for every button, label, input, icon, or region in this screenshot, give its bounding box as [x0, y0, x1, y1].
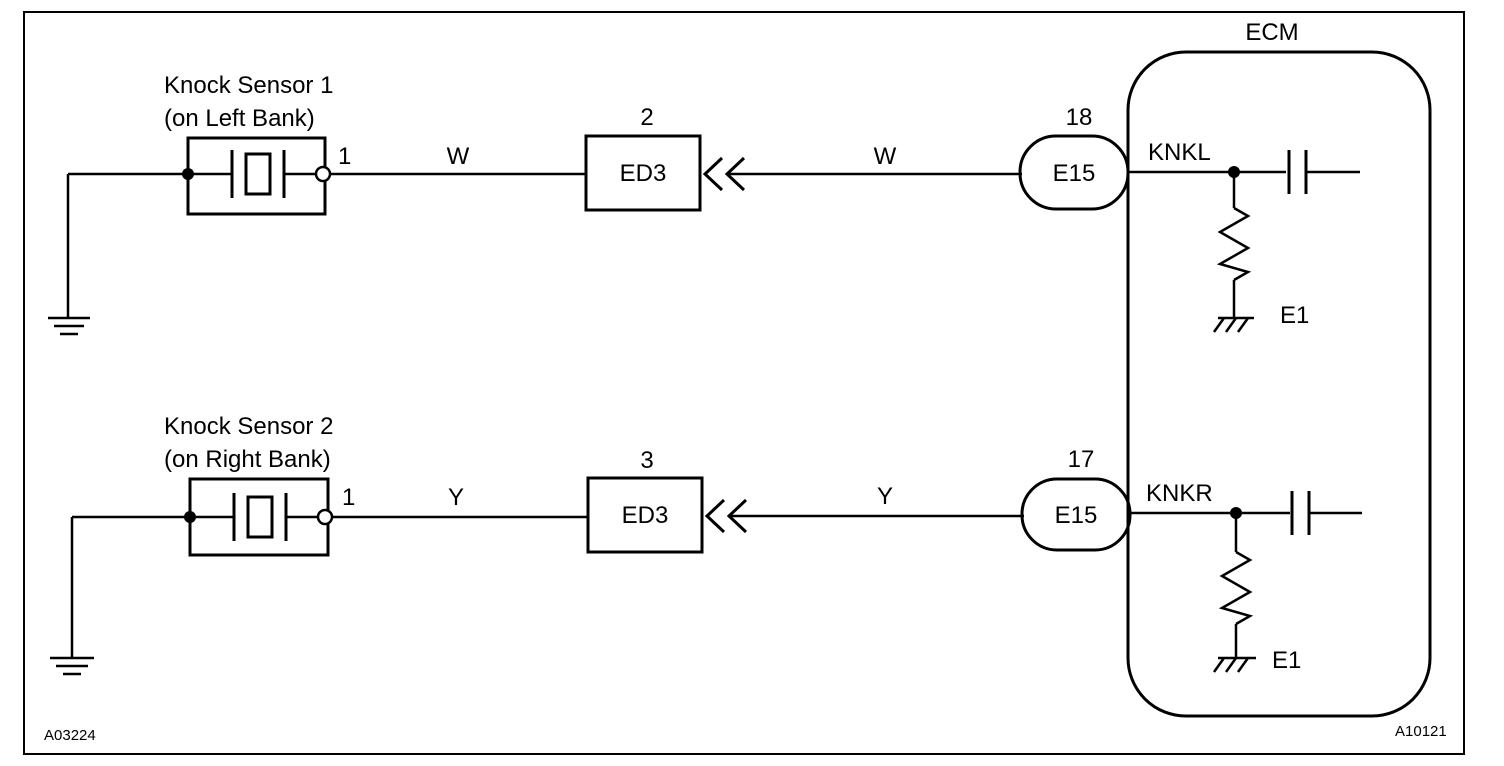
ecm-ground-e1-2: E1 [1272, 647, 1301, 674]
connector-ed3-1 [584, 134, 702, 212]
diagram-frame [23, 11, 1465, 755]
ecm-connector-1-label: E15 [1053, 160, 1096, 187]
ecm-pin-18: 18 [1066, 104, 1093, 131]
ecm-title: ECM [1245, 19, 1298, 46]
sensor-1-name: Knock Sensor 1 [164, 72, 333, 99]
ecm-connector-2-label: E15 [1055, 502, 1098, 529]
circuit-2: Knock Sensor 2 (on Right Bank) 1 Y 3 ED3… [50, 413, 1362, 676]
capacitor-1 [1287, 150, 1360, 194]
connector-2-pin: 3 [640, 447, 653, 474]
sensor-2-location: (on Right Bank) [164, 446, 331, 473]
chassis-ground-1 [1212, 316, 1254, 333]
sensor-2-name: Knock Sensor 2 [164, 413, 333, 440]
knock-sensor-1 [182, 136, 332, 216]
figure-code-right: A10121 [1395, 723, 1447, 740]
figure-code-left: A03224 [44, 727, 96, 744]
sensor-1-location: (on Left Bank) [164, 105, 315, 132]
knock-sensor-2 [184, 477, 334, 557]
ecm-pin-17: 17 [1068, 446, 1095, 473]
ecm-signal-knkl: KNKL [1148, 139, 1211, 166]
chassis-ground-2 [1212, 656, 1256, 673]
wire-2-color-left: Y [448, 484, 464, 511]
resistor-1 [1216, 172, 1252, 318]
ground-symbol-2 [50, 517, 94, 676]
connector-ed3-2 [586, 476, 704, 554]
connector-2-label: ED3 [622, 502, 669, 529]
wire-2-color-right: Y [877, 483, 893, 510]
wire-1-color-left: W [447, 143, 470, 170]
capacitor-2 [1290, 491, 1362, 535]
sensor-1-pin: 1 [338, 143, 351, 170]
circuit-1: Knock Sensor 1 (on Left Bank) 1 W 2 ED3 … [48, 72, 1360, 336]
ecm-box [1126, 50, 1432, 718]
ecm-signal-knkr: KNKR [1146, 480, 1213, 507]
connector-1-label: ED3 [620, 160, 667, 187]
connector-1-pin: 2 [640, 104, 653, 131]
resistor-2 [1218, 513, 1254, 658]
ecm-connector-e15-2 [1020, 477, 1132, 552]
ecm-ground-e1-1: E1 [1280, 302, 1309, 329]
sensor-2-pin: 1 [342, 484, 355, 511]
ground-symbol-1 [48, 174, 90, 336]
wire-1-color-right: W [874, 143, 897, 170]
